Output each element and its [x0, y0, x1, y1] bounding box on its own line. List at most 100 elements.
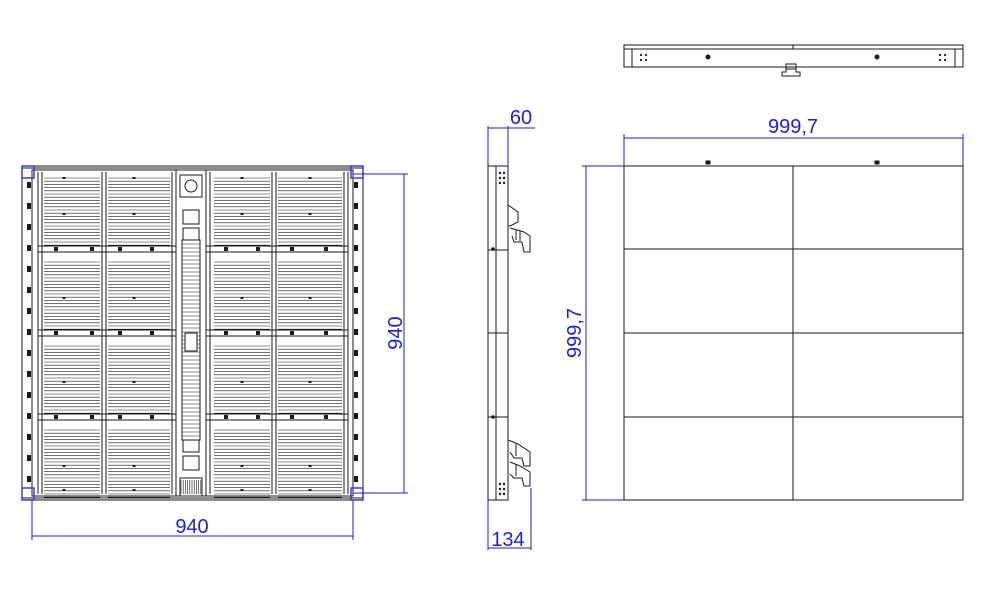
mount-bracket: [256, 331, 260, 335]
mount-bracket: [224, 331, 228, 335]
side-clip: [27, 413, 31, 419]
side-clip: [27, 266, 31, 272]
screw-slot: [62, 465, 66, 467]
rear-width-label: 999,7: [768, 116, 818, 138]
side-clip: [27, 371, 31, 377]
screw-slot: [132, 381, 136, 383]
side-clip: [27, 455, 31, 461]
side-clip: [27, 287, 31, 293]
mount-bracket: [118, 247, 122, 251]
side-clip: [354, 350, 358, 356]
side-connector-top-1: [507, 204, 519, 227]
side-clip: [354, 245, 358, 251]
mount-bracket: [150, 331, 154, 335]
side-view-panel: [487, 165, 531, 501]
signal-connector-top: [182, 209, 200, 225]
screw-slot: [62, 177, 66, 179]
side-top-dimension: [487, 126, 535, 166]
side-clip: [27, 392, 31, 398]
side-clip: [354, 434, 358, 440]
rear-width-dimension: [623, 134, 964, 166]
screw-slot: [62, 381, 66, 383]
screw-slot: [308, 381, 312, 383]
screw-slot: [62, 213, 66, 215]
screw-slot: [132, 489, 136, 491]
side-clip: [354, 287, 358, 293]
screw-slot: [62, 297, 66, 299]
side-clip: [354, 266, 358, 272]
side-connector-top-2: [509, 227, 531, 253]
mount-bracket: [150, 415, 154, 419]
mount-bracket: [290, 415, 294, 419]
front-dividers: [37, 172, 349, 494]
rear-view-panel: [623, 160, 964, 501]
side-clip: [27, 329, 31, 335]
screw-slot: [308, 297, 312, 299]
side-clip: [27, 182, 31, 188]
mount-bracket: [290, 247, 294, 251]
side-clip: [27, 245, 31, 251]
screw-slot: [240, 213, 244, 215]
screw-slot: [308, 465, 312, 467]
mount-bracket: [90, 247, 94, 251]
side-top-label: 60: [510, 107, 532, 129]
top-view-connector: [781, 67, 801, 77]
mount-bracket: [54, 247, 58, 251]
side-clip: [354, 392, 358, 398]
front-width-dimension: [31, 500, 354, 540]
mount-bracket: [150, 247, 154, 251]
mount-bracket: [324, 415, 328, 419]
screw-slot: [132, 213, 136, 215]
side-clip: [354, 224, 358, 230]
side-clip: [354, 203, 358, 209]
mount-bracket: [256, 247, 260, 251]
side-clip: [27, 476, 31, 482]
front-view-panel: [21, 165, 364, 501]
front-brackets: [27, 177, 358, 491]
side-clip: [27, 203, 31, 209]
signal-connector-bottom-2: [182, 455, 200, 471]
side-bolts-top: [498, 171, 506, 185]
screw-slot: [132, 465, 136, 467]
side-bolts-bottom: [498, 482, 506, 496]
side-clip: [354, 182, 358, 188]
signal-connector-bottom: [182, 439, 200, 453]
top-view-panel: [623, 44, 964, 77]
screw-slot: [240, 381, 244, 383]
rear-height-label: 999,7: [564, 308, 586, 358]
side-bottom-label: 134: [491, 529, 524, 551]
mount-bracket: [224, 247, 228, 251]
mount-bracket: [54, 331, 58, 335]
mount-bracket: [290, 331, 294, 335]
mount-bracket: [118, 415, 122, 419]
mount-bracket: [90, 415, 94, 419]
screw-slot: [240, 489, 244, 491]
mount-bracket: [118, 331, 122, 335]
screw-slot: [240, 465, 244, 467]
rear-height-dimension: [582, 165, 624, 501]
screw-slot: [240, 177, 244, 179]
corner-marker-bottom-right: [350, 487, 364, 501]
screw-slot: [132, 297, 136, 299]
corner-marker-bottom-left: [21, 487, 35, 501]
side-connector-bottom-1: [507, 439, 531, 467]
side-clip: [354, 413, 358, 419]
side-clip: [354, 308, 358, 314]
power-connector-top-icon: [184, 179, 198, 193]
front-fins: [44, 177, 342, 498]
side-clip: [27, 350, 31, 356]
side-clip: [27, 308, 31, 314]
signal-connector-top-2: [182, 227, 200, 241]
screw-slot: [308, 489, 312, 491]
front-outer-frame: [21, 165, 364, 501]
side-connector-bottom-2: [509, 461, 531, 487]
spine-bottom-grill: [180, 480, 202, 494]
mount-bracket: [54, 415, 58, 419]
corner-marker-top-left: [21, 165, 35, 179]
front-height-label: 940: [385, 316, 407, 349]
screw-slot: [308, 177, 312, 179]
mount-bracket: [90, 331, 94, 335]
mount-bracket: [324, 331, 328, 335]
front-width-label: 940: [175, 516, 208, 538]
power-connector-top: [179, 174, 203, 198]
